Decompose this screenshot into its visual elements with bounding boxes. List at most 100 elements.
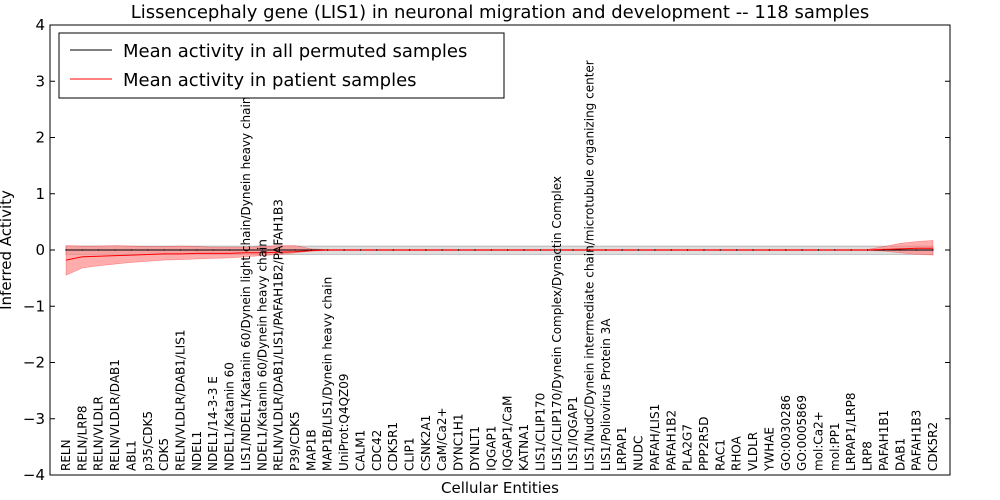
point-permuted <box>915 249 918 251</box>
point-permuted <box>654 249 656 251</box>
point-permuted <box>261 249 263 251</box>
x-tick-label: mol:PP1 <box>828 422 842 471</box>
x-tick-label: CaM/Ca2+ <box>435 407 449 471</box>
y-tick-label: 1 <box>35 185 45 203</box>
x-tick-label: RELN/LRP8 <box>75 406 89 472</box>
x-tick-label: RELN <box>59 439 73 471</box>
x-tick-label: CLIP1 <box>403 437 417 470</box>
point-permuted <box>866 249 869 251</box>
x-tick-label: ABL1 <box>124 440 138 471</box>
y-tick-label: 4 <box>35 16 45 34</box>
point-permuted <box>883 249 885 251</box>
point-permuted <box>670 249 672 251</box>
x-tick-label: IQGAP1 <box>484 426 498 471</box>
x-tick-label: PAFAH1B1 <box>877 410 891 471</box>
x-tick-label: NDEL1/Katanin 60 <box>223 362 237 471</box>
y-tick-label: −1 <box>23 297 45 315</box>
band-patient <box>65 240 934 276</box>
point-permuted <box>801 249 803 251</box>
point-permuted <box>212 249 214 251</box>
x-tick-label: MAP1B <box>304 429 318 471</box>
x-tick-label: DYNC1H1 <box>452 413 466 471</box>
y-tick-label: 0 <box>35 241 45 259</box>
x-tick-label: CDC42 <box>370 430 384 471</box>
x-tick-label: PAFAH1B2 <box>664 410 678 471</box>
point-permuted <box>245 249 247 251</box>
x-tick-label: NDEL1/Katanin 60/Dynein heavy chain <box>255 239 269 471</box>
y-tick-label: 2 <box>35 129 45 147</box>
point-permuted <box>850 249 852 251</box>
point-permuted <box>588 249 591 251</box>
y-axis-label: Inferred Activity <box>0 190 15 310</box>
point-permuted <box>98 249 100 251</box>
x-tick-label: RELN/VLDLR/DAB1/LIS1/PAFAH1B2/PAFAH1B3 <box>272 199 286 471</box>
point-permuted <box>507 249 509 251</box>
x-tick-label: CDK5R2 <box>926 422 940 471</box>
point-permuted <box>376 249 378 251</box>
point-permuted <box>441 249 443 251</box>
chart-title: Lissencephaly gene (LIS1) in neuronal mi… <box>131 2 870 23</box>
point-permuted <box>457 249 460 251</box>
x-tick-label: LRPAP1 <box>615 426 629 471</box>
point-permuted <box>81 249 84 251</box>
point-permuted <box>147 249 149 251</box>
x-tick-label: mol:Ca2+ <box>812 411 826 471</box>
point-permuted <box>196 249 198 251</box>
point-permuted <box>899 249 901 251</box>
point-permuted <box>65 249 67 251</box>
point-permuted <box>228 249 231 251</box>
x-tick-label: LIS1/IQGAP1 <box>566 396 580 471</box>
point-permuted <box>556 249 558 251</box>
x-tick-label: RELN/VLDLR <box>92 396 106 471</box>
x-tick-label: KATNA1 <box>517 424 531 471</box>
point-permuted <box>932 249 934 251</box>
point-permuted <box>523 249 525 251</box>
y-tick-label: −3 <box>23 410 45 428</box>
point-permuted <box>752 249 754 251</box>
x-tick-label: CDK5 <box>157 438 171 471</box>
confidence-bands <box>65 240 934 276</box>
x-tick-label: NUDC <box>632 436 646 471</box>
series-lines <box>65 247 934 261</box>
y-tick-label: −4 <box>23 466 45 484</box>
x-tick-label: GO:0030286 <box>779 395 793 471</box>
point-permuted <box>539 249 542 251</box>
x-tick-label: LIS1/CLIP170/Dynein Complex/Dynactin Com… <box>550 176 564 471</box>
point-permuted <box>179 249 182 251</box>
x-tick-label: LRPAP1/LRP8 <box>844 392 858 471</box>
x-tick-label: LIS1/Poliovirus Protein 3A <box>599 318 613 471</box>
x-tick-label: YWHAE <box>762 427 776 472</box>
point-permuted <box>736 249 738 251</box>
x-tick-label: NDEL1 <box>190 431 204 471</box>
point-permuted <box>425 249 427 251</box>
y-tick-label: 3 <box>35 72 45 90</box>
x-tick-label: LIS1/NudC/Dynein intermediate chain/micr… <box>583 60 597 471</box>
point-permuted <box>703 249 705 251</box>
x-tick-label: PAFAH1B3 <box>910 410 924 471</box>
point-permuted <box>686 249 689 251</box>
point-permuted <box>785 249 787 251</box>
x-tick-label: DYNLT1 <box>468 426 482 471</box>
x-tick-label: LRP8 <box>861 441 875 471</box>
x-tick-label: PPP2R5D <box>697 416 711 471</box>
point-permuted <box>817 249 820 251</box>
y-tick-label: −2 <box>23 354 45 372</box>
point-permuted <box>114 249 116 251</box>
x-tick-label: p35/CDK5 <box>141 411 155 471</box>
point-permuted <box>637 249 640 251</box>
x-tick-label: GO:0005869 <box>795 395 809 471</box>
point-permuted <box>278 249 280 251</box>
point-permuted <box>719 249 721 251</box>
point-permuted <box>572 249 574 251</box>
point-permuted <box>605 249 607 251</box>
y-ticks: −4 −3 −2 −1 0 1 2 3 4 <box>23 16 950 484</box>
point-permuted <box>490 249 492 251</box>
point-permuted <box>343 249 345 251</box>
x-tick-label: CALM1 <box>354 430 368 471</box>
point-permuted <box>327 249 329 251</box>
x-tick-label: PLA2G7 <box>681 424 695 471</box>
x-tick-label: UniProt:Q4QZ09 <box>337 373 351 471</box>
x-tick-label: CSNK2A1 <box>419 415 433 471</box>
legend-label-permuted: Mean activity in all permuted samples <box>123 41 467 62</box>
